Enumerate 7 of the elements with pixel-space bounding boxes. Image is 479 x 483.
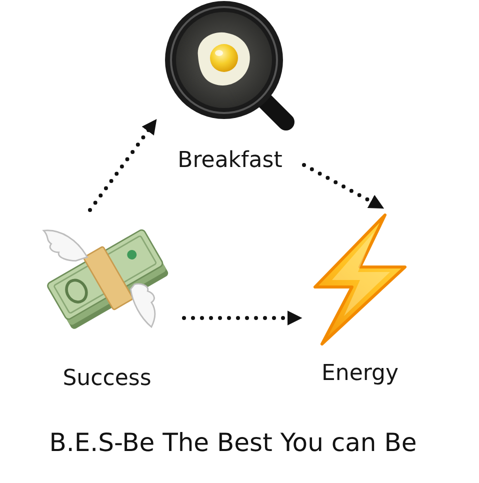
node-label: Breakfast (178, 148, 282, 174)
node-label: Success (62, 366, 152, 392)
node-label: Energy (321, 361, 399, 388)
dotted-arrow (302, 163, 385, 210)
dotted-arrow (182, 310, 303, 326)
dotted-arrow (88, 118, 158, 212)
caption-text: B.E.S-Be The Best You can Be (49, 428, 417, 457)
